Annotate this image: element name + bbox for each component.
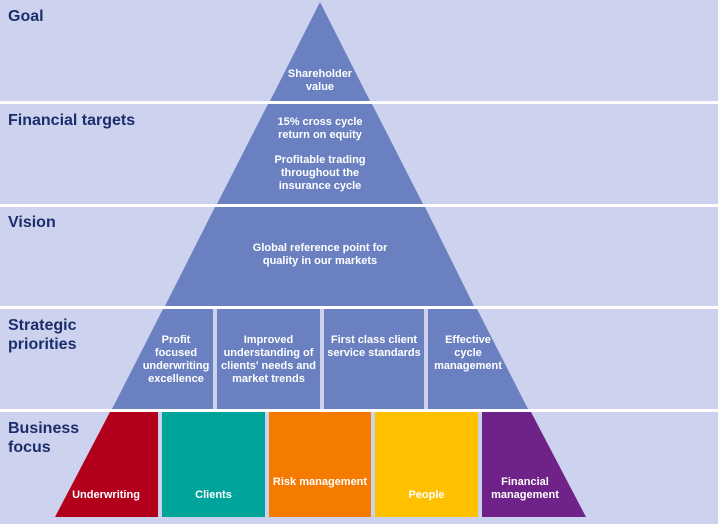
goal-text: Shareholder value [287, 68, 353, 93]
priority-box-2 [217, 309, 320, 409]
row-label-vision: Vision [8, 214, 56, 231]
priority-text-3: First class client service standards [327, 334, 421, 359]
financial-target-profitable-trading: Profitable trading throughout the insura… [274, 154, 366, 192]
focus-block-people [375, 412, 478, 517]
focus-block-clients [162, 412, 265, 517]
focus-block-underwriting [55, 412, 158, 517]
focus-block-financial-management [482, 412, 586, 517]
vision-text: Global reference point for quality in ou… [252, 242, 388, 267]
focus-label-clients: Clients [195, 489, 232, 501]
priority-box-4 [428, 309, 528, 409]
focus-label-risk-management: Risk management [272, 476, 368, 488]
priority-box-3 [324, 309, 424, 409]
focus-label-financial-management: Financial management [491, 476, 559, 501]
pyramid-financial-targets-segment [217, 104, 423, 204]
row-label-financial-targets: Financial targets [8, 112, 136, 129]
pyramid-vision-segment [165, 207, 474, 306]
focus-label-people: People [408, 489, 445, 501]
priority-text-1: Profit focused underwriting excellence [142, 334, 210, 385]
pyramid-goal-segment [270, 2, 370, 101]
row-label-goal: Goal [8, 8, 44, 25]
focus-label-underwriting: Underwriting [72, 489, 140, 501]
priority-text-2: Improved understanding of clients' needs… [221, 334, 316, 385]
priority-text-4: Effective cycle management [434, 334, 502, 372]
priority-box-1 [112, 309, 213, 409]
focus-block-risk-management [269, 412, 371, 517]
row-label-strategic-priorities: Strategic priorities [8, 317, 77, 353]
financial-target-roe: 15% cross cycle return on equity [277, 116, 363, 141]
row-label-business-focus: Business focus [8, 420, 80, 456]
